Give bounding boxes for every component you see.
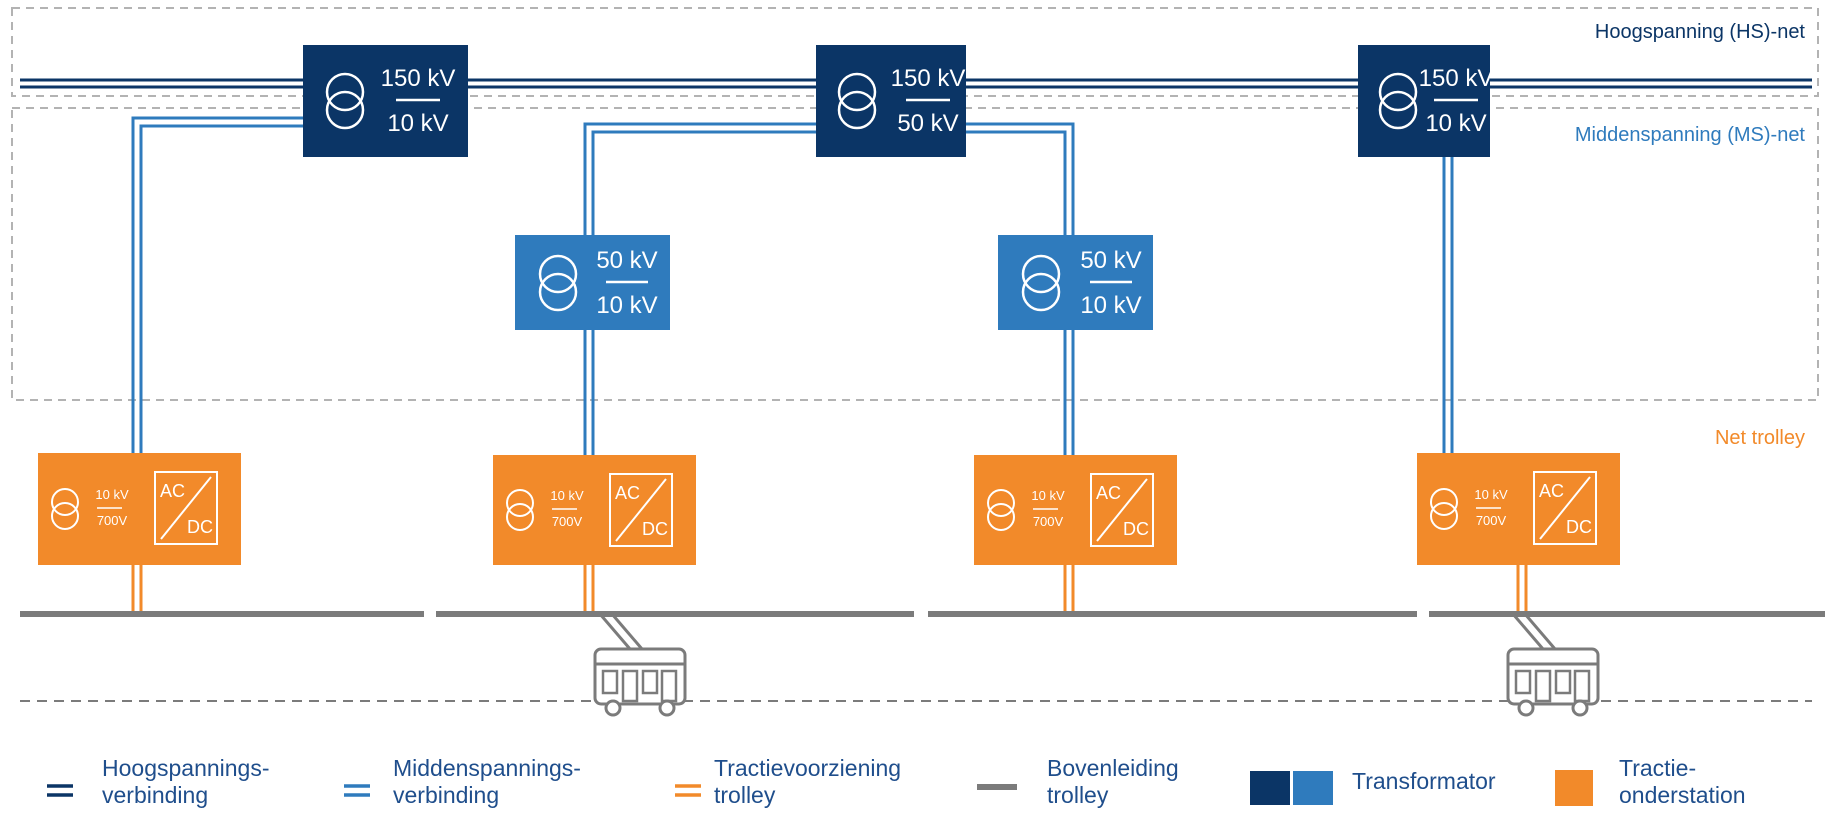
- legend-overhead-line: Bovenleiding trolley: [975, 745, 1179, 818]
- traction-substation-3: 10 kV 700V AC DC: [974, 455, 1177, 565]
- hs-transformer-2: 150 kV 50 kV: [816, 45, 966, 157]
- substation-2-bottom-voltage: 700V: [552, 514, 583, 529]
- hs-transformer-3: 150 kV 10 kV: [1358, 45, 1493, 157]
- legend-hs-line-label: Hoogspannings- verbinding: [102, 754, 270, 808]
- ms-connection-3: [966, 122, 1075, 455]
- hs-line-icon: [47, 784, 73, 797]
- traction-line-icon: [675, 784, 701, 797]
- substation-1-bottom-voltage: 700V: [97, 513, 128, 528]
- ms-transformer-1: 50 kV 10 kV: [515, 235, 670, 330]
- hs-transformer-1-top-voltage: 150 kV: [381, 65, 456, 92]
- traction-feeders: [131, 563, 1528, 612]
- legend-traction-line: Tractievoorziening trolley: [673, 745, 901, 818]
- substation-2-top-voltage: 10 kV: [550, 488, 584, 503]
- substation-1-top-voltage: 10 kV: [95, 487, 129, 502]
- legend-ms-line-label: Middenspannings- verbinding: [393, 754, 581, 808]
- legend-hs-line: Hoogspannings- verbinding: [45, 745, 270, 818]
- hs-transformer-2-bottom-voltage: 50 kV: [897, 110, 958, 137]
- ms-transformer-1-bottom-voltage: 10 kV: [596, 292, 657, 319]
- hs-transformer-1-bottom-voltage: 10 kV: [387, 110, 448, 137]
- substation-1-dc-label: DC: [187, 517, 213, 537]
- substation-3-top-voltage: 10 kV: [1031, 488, 1065, 503]
- legend: Hoogspannings- verbinding Middenspanning…: [0, 745, 1831, 818]
- ms-line-icon: [344, 784, 370, 797]
- substation-3-bottom-voltage: 700V: [1033, 514, 1064, 529]
- overhead-line-icon: [977, 784, 1017, 790]
- trolley-bus-2-icon: [1506, 612, 1600, 717]
- ms-transformer-2: 50 kV 10 kV: [998, 235, 1153, 330]
- legend-transformer-label: Transformator: [1352, 768, 1496, 794]
- substation-4-top-voltage: 10 kV: [1474, 487, 1508, 502]
- ms-transformer-1-top-voltage: 50 kV: [596, 247, 657, 274]
- ms-connection-2: [583, 122, 816, 455]
- hs-transformer-3-top-voltage: 150 kV: [1419, 65, 1494, 92]
- substation-2-ac-label: AC: [615, 483, 640, 503]
- legend-traction-line-label: Tractievoorziening trolley: [714, 754, 902, 808]
- legend-substation-label: Tractie- onderstation: [1619, 754, 1746, 808]
- substation-4-bottom-voltage: 700V: [1476, 513, 1507, 528]
- ms-connection-4: [1442, 155, 1454, 455]
- ms-zone-label: Middenspanning (MS)-net: [1575, 124, 1806, 146]
- hs-zone-box: [11, 7, 1819, 97]
- legend-transformer: Transformator: [1248, 745, 1496, 818]
- transformer-swatch-icon: [1250, 771, 1333, 805]
- hs-zone-label: Hoogspanning (HS)-net: [1595, 21, 1806, 43]
- ms-connection-1: [131, 116, 303, 455]
- legend-overhead-line-label: Bovenleiding trolley: [1047, 754, 1179, 808]
- substation-4-ac-label: AC: [1539, 481, 1564, 501]
- substation-2-dc-label: DC: [642, 519, 668, 539]
- traction-substation-2: 10 kV 700V AC DC: [493, 455, 696, 565]
- traction-substation-4: 10 kV 700V AC DC: [1417, 453, 1620, 565]
- substation-1-ac-label: AC: [160, 481, 185, 501]
- substation-3-dc-label: DC: [1123, 519, 1149, 539]
- trolley-zone-label: Net trolley: [1715, 427, 1805, 449]
- hs-transformer-1: 150 kV 10 kV: [303, 45, 468, 157]
- substation-swatch-icon: [1555, 770, 1593, 806]
- power-network-diagram: 150 kV 10 kV 150 kV 50 kV 150 kV 10 kV 5…: [11, 7, 1825, 717]
- ms-transformer-2-top-voltage: 50 kV: [1080, 247, 1141, 274]
- hs-transformer-2-top-voltage: 150 kV: [891, 65, 966, 92]
- legend-substation: Tractie- onderstation: [1553, 745, 1746, 818]
- ms-transformer-2-bottom-voltage: 10 kV: [1080, 292, 1141, 319]
- substation-4-dc-label: DC: [1566, 517, 1592, 537]
- traction-substation-1: 10 kV 700V AC DC: [38, 453, 241, 565]
- hs-transformer-3-bottom-voltage: 10 kV: [1425, 110, 1486, 137]
- substation-3-ac-label: AC: [1096, 483, 1121, 503]
- trolley-bus-1-icon: [593, 612, 687, 717]
- legend-ms-line: Middenspannings- verbinding: [342, 745, 581, 818]
